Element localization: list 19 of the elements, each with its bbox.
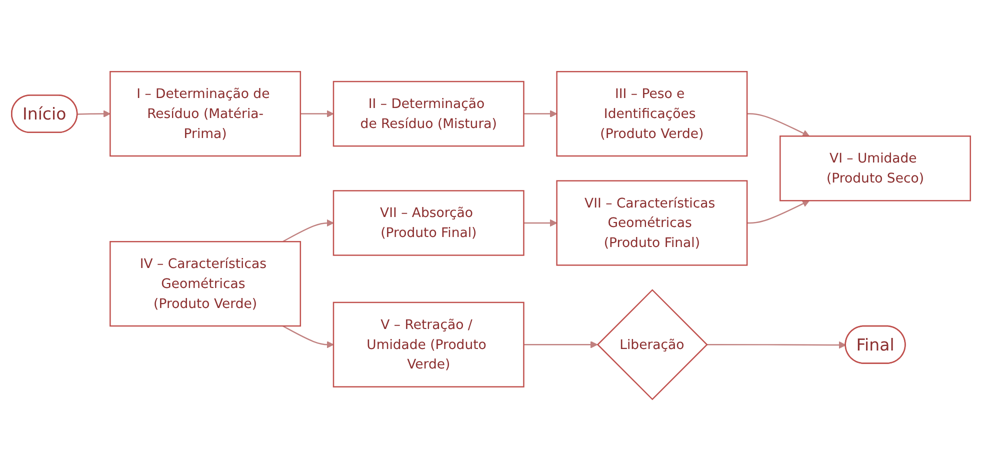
arrow xyxy=(747,200,810,224)
node-box: VII – Características Geométricas (Produto Final) xyxy=(556,180,748,266)
arrow xyxy=(300,110,334,117)
arrow xyxy=(524,340,598,348)
node-box: VII – Absorção (Produto Final) xyxy=(332,190,524,256)
arrow xyxy=(524,218,558,226)
arrow xyxy=(282,325,334,348)
arrow xyxy=(77,110,110,117)
node-box: V – Retração / Umidade (Produto Verde) xyxy=(332,301,524,387)
arrow xyxy=(747,112,810,136)
node-box: III – Peso e Identificações (Produto Verde) xyxy=(556,70,748,156)
node-box: VI – Umidade (Produto Seco) xyxy=(780,135,971,201)
arrow xyxy=(524,110,558,117)
arrow xyxy=(282,218,334,242)
node-box: IV – Características Geométricas (Produto Verde) xyxy=(110,240,302,326)
node-box: I – Determinação de Resíduo (Matéria-Prima) xyxy=(110,70,302,156)
arrow xyxy=(706,340,846,348)
node-box: II – Determinação de Resíduo (Mistura) xyxy=(332,80,524,146)
node-diamond: Liberação xyxy=(596,288,708,400)
